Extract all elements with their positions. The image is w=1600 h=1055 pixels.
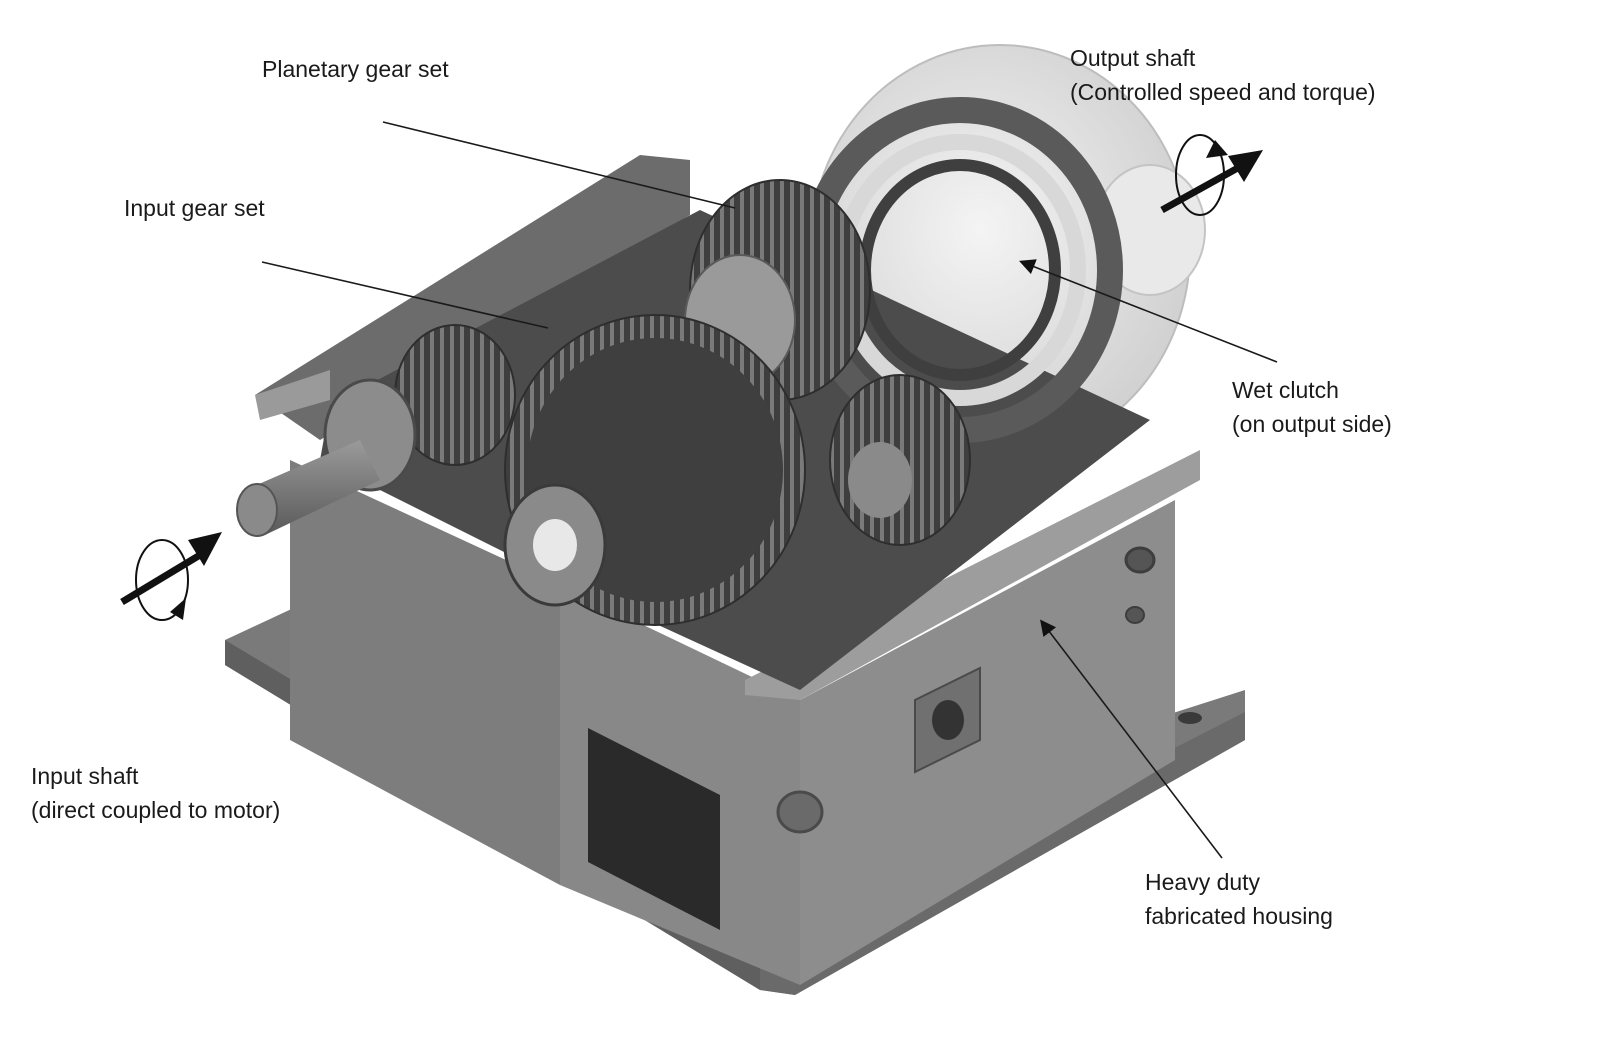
leader-wet-clutch	[1019, 259, 1278, 363]
label-input-gear-line1: Input gear set	[124, 195, 265, 221]
label-housing-line1: Heavy duty	[1145, 869, 1261, 895]
leader-housing	[1040, 619, 1223, 859]
label-housing-line2: fabricated housing	[1145, 903, 1333, 929]
housing	[255, 155, 1200, 985]
label-output-shaft-line1: Output shaft	[1070, 45, 1196, 71]
input-shaft-assembly	[236, 324, 516, 537]
label-output-shaft-line2: (Controlled speed and torque)	[1070, 79, 1376, 105]
label-input-gear-set: Input gear set	[124, 191, 265, 225]
large-gear	[503, 314, 806, 626]
label-input-shaft-line2: (direct coupled to motor)	[31, 797, 281, 823]
label-planetary-line1: Planetary gear set	[262, 56, 449, 82]
leader-input-gear	[261, 261, 549, 329]
label-wet-clutch: Wet clutch (on output side)	[1232, 373, 1392, 441]
label-planetary-gear-set: Planetary gear set	[262, 52, 449, 86]
label-wet-clutch-line1: Wet clutch	[1232, 377, 1339, 403]
leader-lines	[261, 121, 1278, 859]
leader-planetary	[382, 121, 736, 209]
output-rotation-arrow-icon	[1160, 134, 1263, 216]
label-wet-clutch-line2: (on output side)	[1232, 411, 1392, 437]
input-rotation-arrow-icon	[120, 532, 222, 621]
label-input-shaft-line1: Input shaft	[31, 763, 139, 789]
label-input-shaft: Input shaft (direct coupled to motor)	[31, 759, 280, 827]
label-heavy-duty-housing: Heavy duty fabricated housing	[1145, 865, 1333, 933]
label-output-shaft: Output shaft (Controlled speed and torqu…	[1070, 41, 1376, 109]
